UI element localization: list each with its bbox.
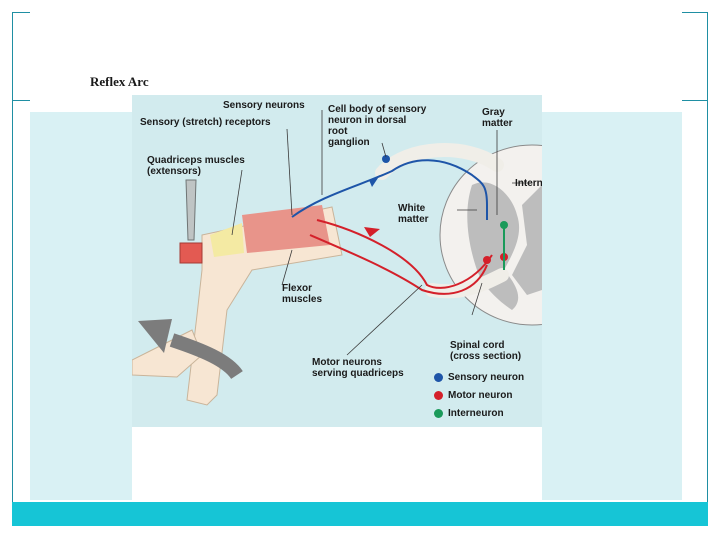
label-sensory-neurons: Sensory neurons: [223, 100, 305, 111]
reflex-arc-diagram: Sensory neurons Sensory (stretch) recept…: [132, 95, 542, 427]
kick-motion-arrow: [169, 333, 243, 380]
sensory-neuron-path: [291, 155, 488, 220]
slide-title: Reflex Arc: [90, 74, 149, 89]
legend-interneuron-label: Interneuron: [448, 408, 504, 419]
ventral-root: [425, 268, 509, 299]
reflex-hammer: [179, 179, 203, 264]
label-white-matter: White matter: [398, 203, 429, 225]
reflex-arc-illustration: [132, 110, 542, 406]
left-accent-band: [30, 112, 132, 500]
kick-motion-arrowhead: [138, 319, 172, 353]
legend-sensory-label: Sensory neuron: [448, 372, 525, 383]
bottom-bar: [12, 502, 708, 526]
label-interneurons: Interneurons: [515, 178, 542, 189]
frame-right-line: [707, 12, 708, 526]
label-motor-neurons: Motor neurons serving quadriceps: [312, 357, 404, 379]
label-cell-body: Cell body of sensory neuron in dorsal ro…: [328, 104, 427, 148]
interneuron-path: [500, 221, 508, 270]
label-spinal-cord: Spinal cord (cross section): [450, 340, 522, 362]
legend-sensory-dot: [434, 373, 443, 382]
label-stretch-receptors: Sensory (stretch) receptors: [140, 117, 271, 128]
label-flexor-muscles: Flexor muscles: [282, 283, 323, 305]
frame-top-left-line: [12, 12, 30, 13]
label-quadriceps: Quadriceps muscles (extensors): [147, 155, 245, 177]
motor-neuron-path: [309, 219, 508, 295]
frame-left-line: [12, 12, 13, 526]
dorsal-root: [375, 143, 504, 180]
frame-top-right-line: [682, 12, 708, 13]
label-leader-lines: [231, 110, 532, 356]
leg: [132, 205, 343, 406]
frame-mid-right-line: [682, 100, 708, 101]
legend-interneuron-dot: [434, 409, 443, 418]
frame-mid-left-line: [12, 100, 30, 101]
right-accent-band: [542, 112, 682, 500]
legend-motor-label: Motor neuron: [448, 390, 513, 401]
legend-motor-dot: [434, 391, 443, 400]
spinal-cord-cross-section: [439, 144, 542, 326]
label-gray-matter: Gray matter: [482, 107, 513, 129]
